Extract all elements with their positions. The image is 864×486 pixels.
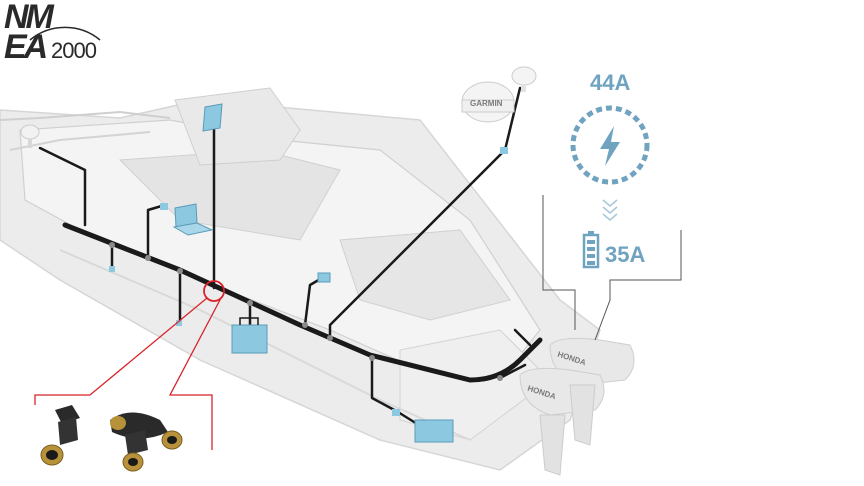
chartplotter-icon [202, 103, 223, 132]
engine-gateway-device [414, 419, 454, 443]
laptop-icon [172, 203, 214, 236]
outboard-engines [519, 337, 635, 476]
chevrons-down-icon [602, 199, 618, 221]
radar-junction-device [500, 147, 508, 154]
radar-dome-icon [461, 81, 515, 123]
junction-box-device [160, 203, 168, 210]
tee-connector-icon [110, 412, 183, 472]
logo-line-1: NM [4, 0, 54, 36]
callout-line-left [34, 297, 208, 405]
current-before-label: 44A [590, 70, 631, 95]
lightning-icon [600, 126, 620, 166]
power-tap-device [392, 409, 400, 416]
radar-brand-label: GARMIN [470, 99, 503, 108]
connector-icon [40, 405, 80, 466]
masthead-antenna-icon [20, 124, 40, 148]
tee-nodes [109, 242, 503, 381]
logo-line-2: EA [4, 28, 48, 66]
battery-box-icon [231, 317, 268, 354]
mid-node-device [176, 320, 182, 326]
sensor-device [317, 272, 331, 283]
bow-node-device [109, 266, 115, 272]
backbone-cable [38, 86, 543, 434]
logo-arc [29, 26, 101, 41]
current-after-label: 35A [605, 242, 646, 267]
current-ring [570, 105, 650, 185]
logo-suffix: 2000 [51, 38, 97, 63]
current-callout-lines [542, 195, 682, 341]
antenna-icon [511, 66, 537, 92]
highlight-circle [203, 280, 225, 302]
callout-line-right [168, 297, 222, 450]
battery-icon [582, 231, 600, 269]
boat-hull [0, 87, 601, 471]
